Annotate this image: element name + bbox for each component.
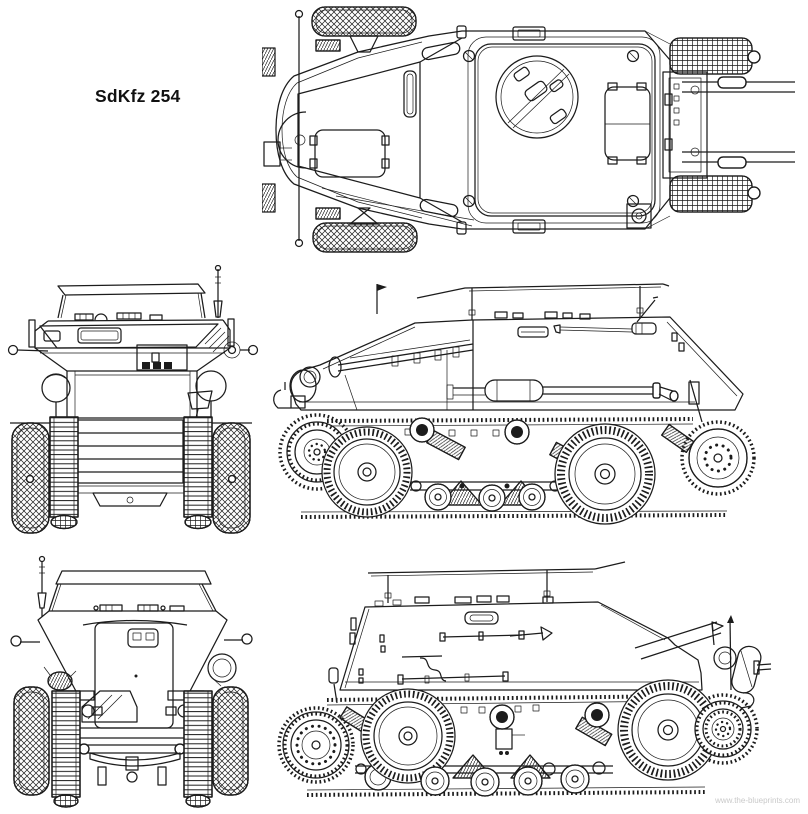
antenna-mast-rear [37,555,47,617]
rear-view [10,555,253,808]
front-axle-antenna [262,9,307,248]
nose-box [66,370,198,419]
rear-tracks-top [644,30,795,230]
tracks-front-view [49,416,213,530]
running-gear [286,417,748,525]
front-view [7,265,259,534]
side-rods [7,327,259,359]
frame-antenna-rear [48,570,217,612]
bow-fittings [273,284,387,409]
engine-hood [297,25,467,235]
left-drum [43,666,77,691]
front-wheels-top [311,6,418,253]
watermark: www.the-blueprints.com [715,796,800,805]
muffler [207,653,237,687]
hull-profile2 [339,595,722,691]
side-view-right [277,561,772,797]
superstructure-roof [462,26,661,234]
hull-profile [290,316,744,423]
hull-outline [275,30,671,230]
rear-door [81,622,191,729]
tracks-rear-view [51,690,213,808]
bow-gear2 [711,615,772,709]
side-view-left [273,283,756,525]
page-title: SdKfz 254 [95,86,181,106]
top-view [262,6,795,253]
antenna-mast [213,265,223,318]
turret-hatch-ring [495,55,579,139]
running-gear2 [282,679,752,797]
frame-antenna-side [416,283,670,320]
hull-rear [37,604,228,728]
side-rods-rear [10,633,253,647]
roof-hatch [604,82,651,165]
frame-antenna-side2 [367,561,626,603]
radiator-panel [136,344,188,371]
stowed-ramp [328,339,474,411]
exhaust [446,379,679,402]
corner-port [626,203,652,229]
roof-fittings [494,296,659,338]
side-fittings [397,611,553,685]
rear-wheels [13,686,249,796]
lower-hull [10,419,252,507]
headlights [41,370,227,424]
front-wheels [11,422,251,534]
frame-antenna [57,283,206,319]
hull-upper [28,312,235,372]
